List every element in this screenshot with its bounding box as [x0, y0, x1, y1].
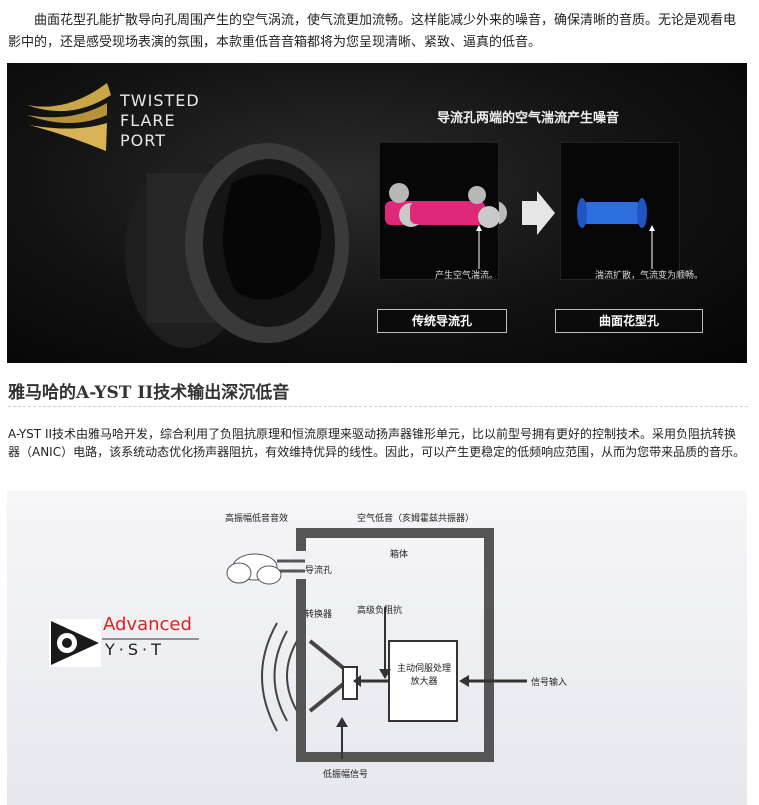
advanced-logo-text: Advanced	[103, 614, 192, 635]
intro-paragraph: 曲面花型孔能扩散导向孔周围产生的空气涡流，使气流更加流畅。这样能减少外来的噪音，…	[8, 13, 737, 50]
cloud-icon	[226, 553, 282, 585]
diagram-graphics	[49, 528, 527, 762]
label-high-amplitude: 高振幅低音音效	[225, 514, 289, 524]
enclosure-box	[296, 528, 494, 762]
advanced-yst-logo-emblem	[49, 619, 199, 667]
section-heading: 雅马哈的A-YST II技术输出深沉低音	[8, 383, 290, 403]
label-negative-impedance: 高级负阻抗	[357, 606, 403, 616]
logo-line: TWISTED	[120, 91, 200, 110]
banner-caption: 导流孔两端的空气湍流产生噪音	[437, 111, 620, 126]
flare-port-image	[125, 143, 349, 348]
divider	[8, 406, 748, 407]
speaker-cone-icon	[261, 622, 358, 732]
yst-logo-text: Y·S·T	[105, 640, 165, 659]
logo-line: PORT	[120, 131, 166, 150]
label-air-bass: 空气低音（亥姆霍兹共振器）	[357, 514, 475, 524]
label-port: 导流孔	[305, 566, 333, 576]
twisted-flare-port-banner: TWISTED FLARE PORT 导流孔两端的空气湍流产生噪音 产生空气湍流…	[7, 63, 747, 363]
label-low-amplitude: 低振幅信号	[323, 770, 369, 780]
label-servo-amplifier: 主动伺服处理放大器	[396, 664, 451, 687]
left-note: 产生空气湍流。	[435, 271, 499, 281]
label-signal-input: 信号输入	[531, 678, 568, 688]
curved-port-label: 曲面花型孔	[555, 309, 703, 333]
label-enclosure: 箱体	[390, 550, 409, 560]
twisted-flare-port-logo-text: TWISTED FLARE PORT	[120, 91, 200, 151]
ayst-diagram: Advanced Y·S·T 高振幅低音音效 空气低音（亥姆霍兹共振器） 箱体 …	[7, 491, 747, 805]
arrow-icon	[522, 191, 555, 235]
logo-line: FLARE	[120, 111, 176, 130]
section-paragraph: A-YST II技术由雅马哈开发，综合利用了负阻抗原理和恒流原理来驱动扬声器锥形…	[8, 427, 746, 459]
conventional-port-label: 传统导流孔	[377, 309, 507, 333]
twisted-flare-port-logo-swoosh	[27, 83, 111, 151]
label-transducer: 转换器	[305, 610, 333, 620]
right-note: 湍流扩散，气流变为顺畅。	[595, 271, 704, 281]
